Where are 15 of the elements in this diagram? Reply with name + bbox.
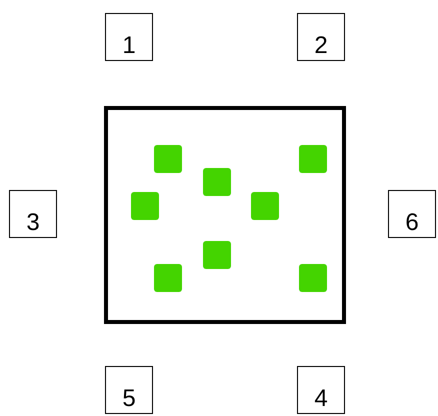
square-marker — [131, 192, 159, 220]
number-box: 3 — [9, 190, 57, 238]
frame-box — [104, 106, 346, 324]
square-marker — [251, 192, 279, 220]
number-box: 4 — [297, 366, 345, 414]
square-marker — [299, 145, 327, 173]
square-marker — [154, 264, 182, 292]
number-box: 2 — [297, 13, 345, 61]
square-marker — [203, 241, 231, 269]
square-marker — [203, 168, 231, 196]
number-box: 5 — [105, 366, 153, 414]
number-box: 1 — [105, 13, 153, 61]
square-marker — [154, 145, 182, 173]
number-box: 6 — [388, 190, 436, 238]
square-marker — [299, 264, 327, 292]
